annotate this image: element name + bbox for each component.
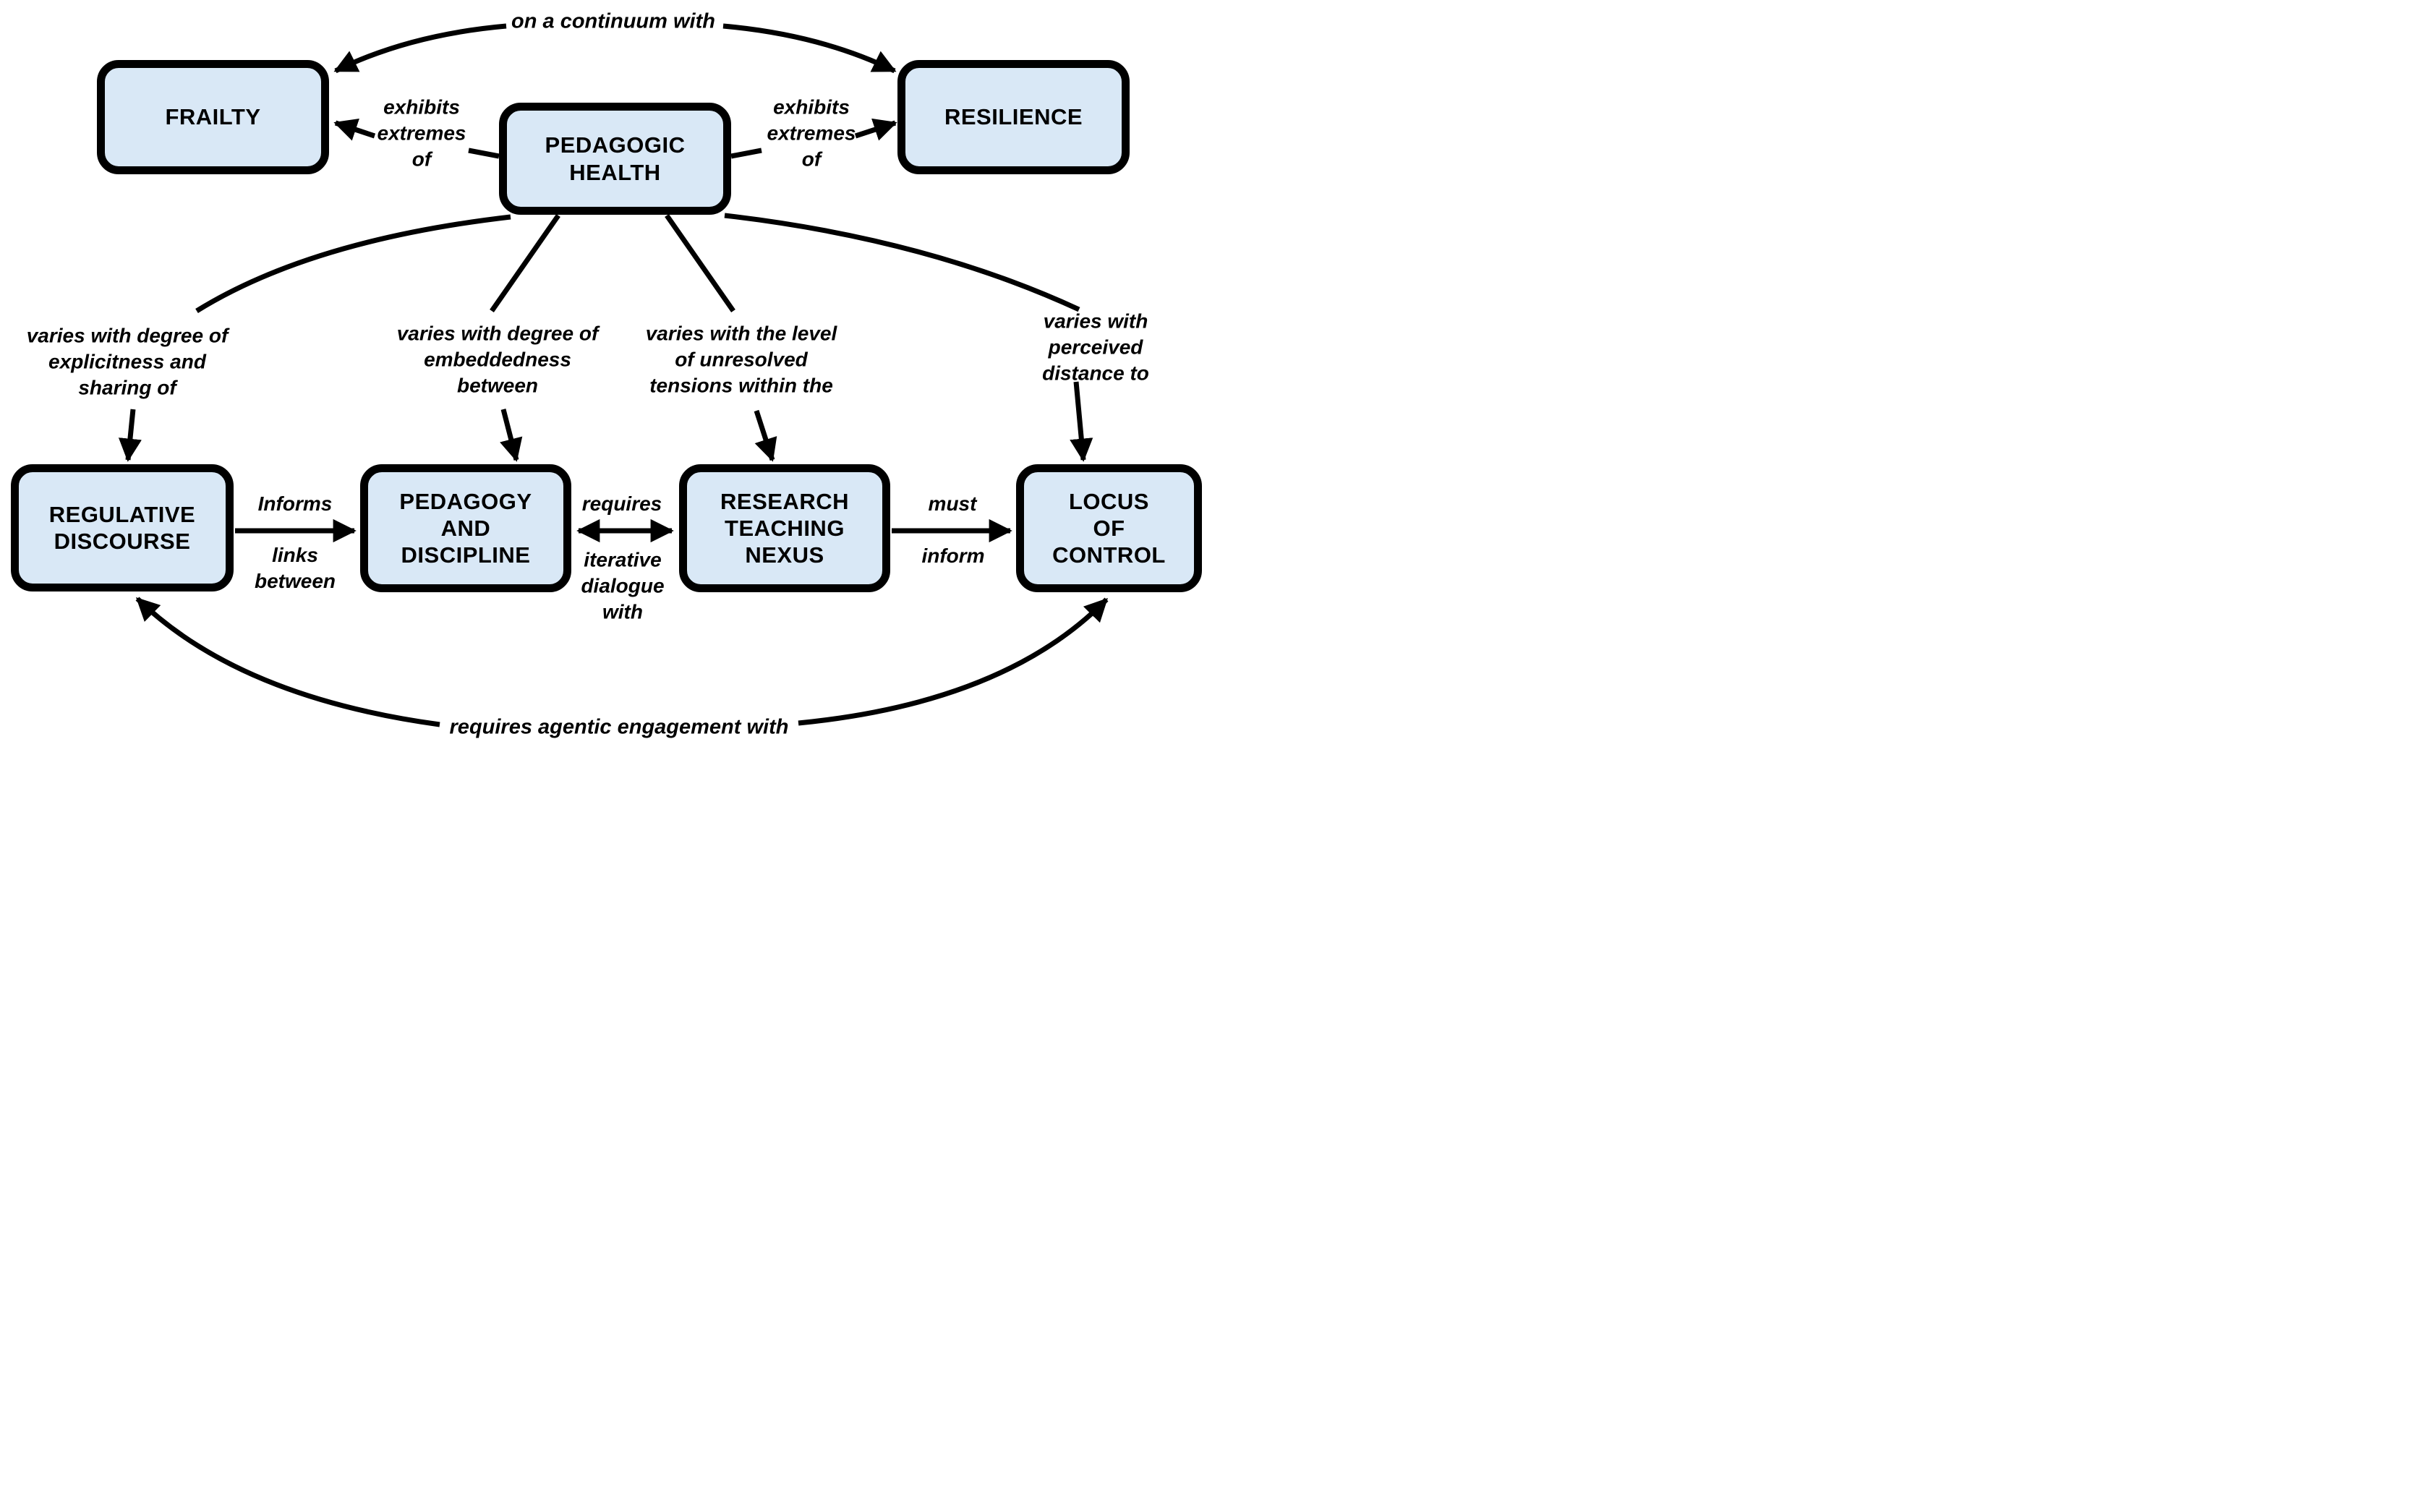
edge-label-varies-tensions: varies with the level of unresolved tens… bbox=[645, 322, 837, 396]
arrow-agentic-into-regulative bbox=[135, 597, 440, 727]
node-research-teaching-nexus: RESEARCH TEACHING NEXUS bbox=[679, 464, 890, 592]
arrow-into-regulative-discourse bbox=[118, 409, 142, 462]
arrow-into-locus-of-control bbox=[1070, 381, 1093, 462]
edge-label-links-between: links between bbox=[254, 544, 336, 592]
arrow-into-pedagogy-discipline bbox=[500, 409, 523, 462]
line-health-to-tensions bbox=[665, 213, 735, 313]
line-exhibits-right-stub bbox=[730, 148, 762, 159]
edge-label-exhibits-extremes-left: exhibits extremes of bbox=[377, 95, 466, 170]
edge-label-must: must bbox=[928, 492, 977, 516]
connector-lines bbox=[118, 23, 1109, 727]
arrow-exhibits-into-frailty bbox=[333, 119, 376, 141]
curve-health-to-explicitness bbox=[195, 214, 511, 313]
concept-map-canvas: FRAILTY PEDAGOGIC HEALTH RESILIENCE REGU… bbox=[0, 0, 1214, 756]
edge-label-varies-embeddedness: varies with degree of embeddedness betwe… bbox=[396, 322, 599, 396]
edge-label-iterative-dialogue: iterative dialogue with bbox=[581, 548, 665, 623]
edge-label-continuum: on a continuum with bbox=[511, 9, 715, 33]
arrow-agentic-into-locus bbox=[798, 597, 1109, 726]
arrow-into-research-nexus bbox=[754, 409, 777, 462]
arrow-continuum-to-resilience bbox=[722, 23, 897, 74]
edge-label-informs: Informs bbox=[257, 492, 333, 516]
edge-label-inform: inform bbox=[921, 544, 985, 568]
node-locus-of-control: LOCUS OF CONTROL bbox=[1016, 464, 1202, 592]
line-health-to-embeddedness bbox=[490, 213, 560, 313]
edge-label-requires: requires bbox=[581, 492, 662, 516]
edge-label-varies-distance: varies with perceived distance to bbox=[1042, 309, 1149, 384]
edge-label-exhibits-extremes-right: exhibits extremes of bbox=[767, 95, 856, 170]
edge-label-varies-explicitness: varies with degree of explicitness and s… bbox=[26, 324, 229, 398]
arrow-exhibits-into-resilience bbox=[854, 118, 897, 141]
node-regulative-discourse: REGULATIVE DISCOURSE bbox=[11, 464, 234, 591]
node-pedagogy-and-discipline: PEDAGOGY AND DISCIPLINE bbox=[360, 464, 571, 592]
curve-health-to-distance bbox=[724, 213, 1080, 312]
node-frailty: FRAILTY bbox=[97, 60, 329, 174]
arrow-continuum-to-frailty bbox=[333, 23, 507, 74]
node-pedagogic-health: PEDAGOGIC HEALTH bbox=[499, 103, 731, 215]
node-resilience: RESILIENCE bbox=[897, 60, 1130, 174]
line-exhibits-left-stub bbox=[468, 148, 500, 159]
edge-label-agentic-engagement: requires agentic engagement with bbox=[449, 715, 789, 739]
